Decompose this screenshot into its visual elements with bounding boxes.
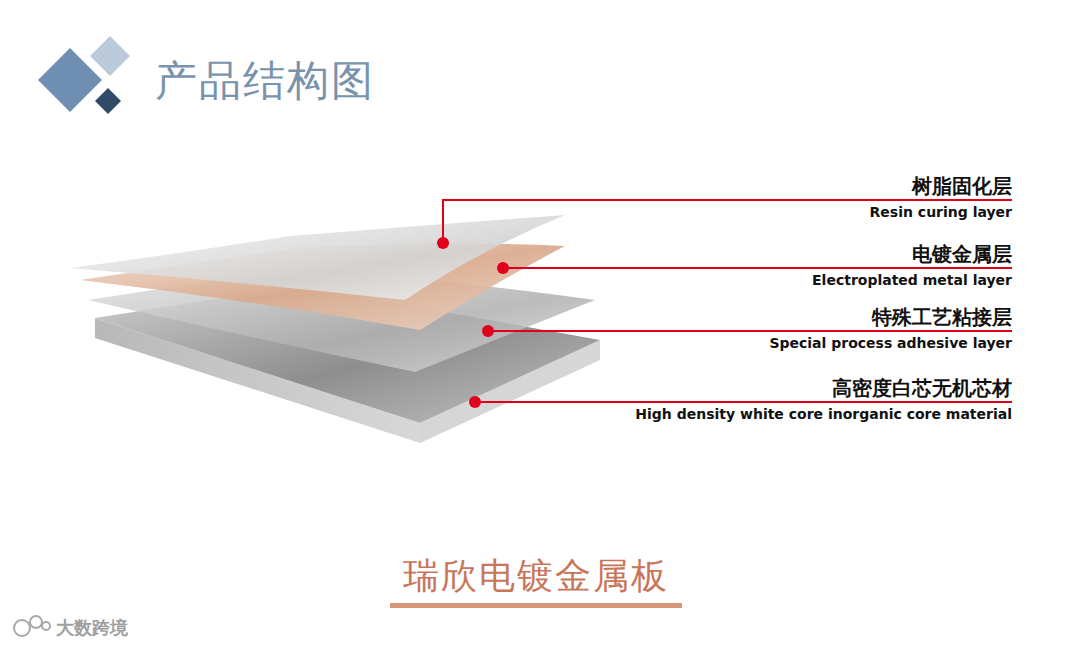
layer-name: 高密度白芯无机芯材 (832, 378, 1012, 398)
page-title: 产品结构图 (155, 60, 375, 102)
layer-name-en: Special process adhesive layer (769, 336, 1012, 350)
layer-name: 电镀金属层 (912, 244, 1012, 264)
logo (38, 36, 130, 114)
layer-name: 特殊工艺粘接层 (872, 307, 1012, 327)
layer-name-en: Resin curing layer (870, 205, 1012, 219)
watermark: 大数跨境 (56, 619, 128, 637)
caption-underline (390, 603, 682, 608)
layer-name-en: Electroplated metal layer (812, 273, 1012, 287)
layer-name: 树脂固化层 (912, 176, 1012, 196)
leader-lines (443, 200, 1012, 402)
watermark-icon (14, 616, 50, 636)
caption: 瑞欣电镀金属板 (403, 558, 669, 594)
resin-layer (70, 215, 565, 300)
callout-dots (437, 237, 509, 408)
layer-name-en: High density white core inorganic core m… (635, 407, 1012, 421)
